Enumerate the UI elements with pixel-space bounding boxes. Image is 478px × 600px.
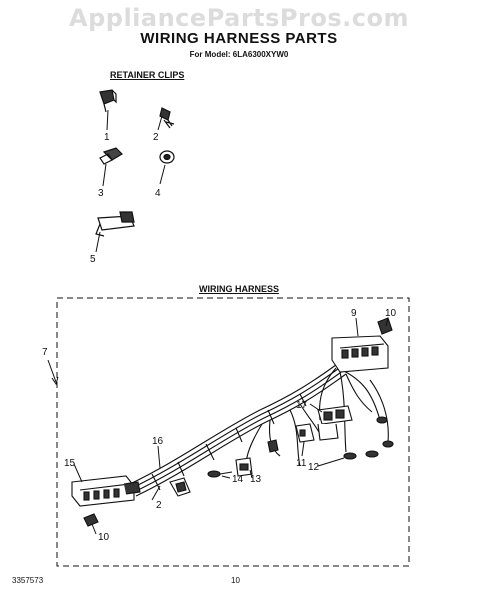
terminals-part-12 [343, 416, 394, 460]
document-number: 3357573 [12, 576, 44, 585]
connector-part-9 [331, 335, 389, 373]
harness-frame [56, 297, 410, 567]
page-title: WIRING HARNESS PARTS [140, 30, 338, 47]
callout-17: 17 [296, 400, 308, 411]
callout-9: 9 [351, 308, 357, 319]
connector-part-15 [71, 475, 141, 507]
leader-10-bottom [91, 523, 97, 535]
leader-2-harness [151, 485, 161, 501]
terminal-part-14 [207, 470, 233, 478]
clip-part-1 [99, 89, 117, 113]
harness-bundle [129, 361, 389, 497]
clip-part-3 [99, 147, 123, 165]
leader-16 [157, 445, 161, 469]
page-number: 10 [231, 576, 240, 585]
leader-7 [47, 359, 57, 383]
callout-4: 4 [155, 188, 161, 199]
callout-16: 16 [152, 436, 164, 447]
leader-1 [106, 109, 109, 131]
callout-14: 14 [232, 474, 244, 485]
retainer-clips-heading: RETAINER CLIPS [110, 70, 185, 80]
clip-part-2-harness [169, 477, 191, 497]
leader-4 [159, 164, 166, 185]
model-line: For Model: 6LA6300XYW0 [189, 50, 289, 59]
leader-9 [355, 317, 359, 337]
leader-15 [73, 463, 83, 483]
callout-1: 1 [104, 132, 110, 143]
wiring-harness-heading: WIRING HARNESS [199, 284, 280, 294]
callout-13: 13 [250, 474, 262, 485]
leader-3 [102, 163, 107, 187]
leader-14 [221, 475, 231, 479]
leader-13 [249, 469, 253, 479]
connector-part-13 [235, 439, 279, 477]
callout-10-top: 10 [385, 308, 397, 319]
callout-12: 12 [308, 462, 320, 473]
leader-12 [317, 457, 345, 467]
callout-3: 3 [98, 188, 104, 199]
grommet-part-4 [159, 150, 175, 164]
leader-11 [301, 441, 305, 457]
callout-11: 11 [296, 458, 307, 469]
callout-2-harness: 2 [156, 500, 162, 511]
callout-7: 7 [42, 347, 48, 358]
leader-5 [95, 231, 101, 253]
leader-10-top [385, 317, 389, 327]
callout-15: 15 [64, 458, 76, 469]
pin-part-2 [159, 107, 175, 129]
terminal-part-10-bottom [83, 513, 99, 527]
leader-17 [309, 403, 323, 413]
callout-5: 5 [90, 254, 96, 265]
terminal-part-10-top [377, 317, 393, 335]
callout-2: 2 [153, 132, 159, 143]
connector-part-17 [317, 405, 353, 441]
strap-part-5 [95, 211, 135, 237]
watermark: AppliancePartsPros.com [69, 4, 409, 32]
leader-2 [157, 115, 163, 131]
callout-10-bottom: 10 [98, 532, 110, 543]
connector-part-11 [295, 423, 315, 443]
